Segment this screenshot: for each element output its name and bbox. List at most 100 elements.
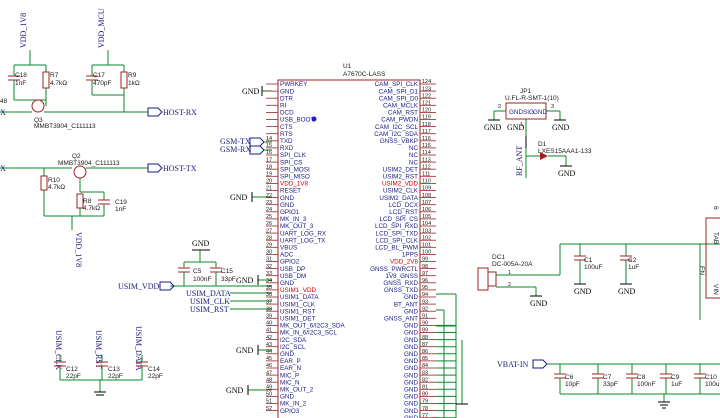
host-rx-port: HOST-RX [124,107,197,117]
u1-right-pin-name: USIM2_CLK [383,188,419,195]
u1-left-pin-name: GPIO1 [280,209,300,216]
gnd-symbol-u1-left-5: GND [226,385,272,395]
c17-ref: C17 [93,72,105,79]
q2-val: MMBT3904_C111113 [58,160,120,167]
q2-transistor: Q2 MMBT3904_C111113 [0,153,148,192]
u1-left-pin-name: USB_BOOT [280,117,314,124]
u1-left-pin-num: 34 [266,278,272,284]
u1-left-pin-num: 41 [266,328,272,334]
u1-right-pin-num: 80 [422,392,428,398]
r10-resistor: R10 4.7kΩ [40,168,65,216]
u1-left-pin-name: UART_LOG_RX [280,230,327,237]
d1-body-icon [540,152,548,160]
u1-right-pin-name: USIM2_DATA [379,195,418,202]
c10-capacitor: C10100uF [694,364,720,394]
r7-ref: R7 [50,72,59,79]
gnd-symbol-u1-left-2: GND [230,192,272,202]
u1-right-pin-num: 119 [422,115,431,121]
u1-right-pin-name: GND [404,344,418,351]
u1-left-pin-num: 29 [266,243,272,249]
u1-left-pin-name: MK_OUT_2 [280,387,314,394]
r8-resistor: R8 4.7kΩ [76,193,100,216]
u1-right-pin-name: BT_ANT [394,301,418,308]
u1-left-pin: USB_BOOT [266,117,314,124]
u1-left-pin-num: 33 [266,271,272,277]
c18-ref: C18 [15,72,27,79]
u1-right-pin-name: GND [404,323,418,330]
u1-left-pin: MK_OUT_249 [266,385,314,394]
u1-left-pin-name: MIC_P [280,372,299,379]
u1-left-pin-num: 27 [266,228,272,234]
usb-boot-dot [311,116,317,122]
u1-left-pin-num: 20 [266,179,272,185]
usim-vdd-port: USIM_VDD [118,281,175,291]
u1-right-pin-num: 124 [422,79,431,85]
u1-right-pin-num: 107 [422,200,431,206]
u1-right-pin-num: 121 [422,101,431,107]
r7-val: 4.7kΩ [50,80,67,87]
u1-right-pin-name: GND [404,401,418,408]
c5-val: 100nF [193,276,211,283]
gnd-symbol-c5: GND [192,239,210,262]
u1-right-pin-name: LCD_BL_PWM [375,245,418,252]
u1-left-pin-num: 38 [266,306,272,312]
r8-val: 4.7kΩ [83,205,100,212]
usim-rst-v-label: USIM_RST [94,330,103,369]
c12-ref: C12 [66,366,78,373]
tab-label: TAB [712,232,719,244]
c12-val: 22pF [66,373,81,380]
jp1-gnd-r: GND [533,109,547,116]
gnd-label: GND [236,346,254,355]
u1-right-pin-name: LCD_DCX [389,202,419,209]
vin-label: VIN [712,284,719,295]
u1-left-pin: MK_IN_251 [266,399,307,408]
u1-right-pin-num: 115 [422,143,431,149]
u1-right-pin-name: GND [404,365,418,372]
u1-left-pin-name: USB_DM [280,273,306,280]
u1-left-pin-num: 19 [266,172,272,178]
usim-vdd-label: USIM_VDD [118,282,160,291]
c7-ref: C7 [603,374,612,381]
u1-left-pin-name: SPI_CLK [280,152,307,159]
u1-right-pin-name: LCD_SPI_CLK [376,237,419,244]
u1-left-pin: PWRKEY [266,81,308,88]
u1-left-pin: RI [266,103,287,110]
u1-left-pin-num: 48 [266,377,272,383]
u1-left-pin: MIC_N48 [266,377,300,386]
u1-right-pin-name: GND [404,337,418,344]
usim-clk-v-label: USIM_CLK [54,330,63,370]
jp1-pin1: 1 [520,122,523,128]
vbat-capacitors: C610pFC733pFC8100nFC91uFC10100uF [554,364,720,394]
u1-left-pin-name: VBUS [280,245,297,252]
c19-val: 1nF [115,206,126,213]
gsm-rx-port: GSM-RX [220,145,272,155]
dc1-pin1: 1 [508,270,511,276]
u1-right-pin-num: 101 [422,243,431,249]
c9-ref: C9 [671,374,680,381]
r8-ref: R8 [83,198,92,205]
u1-left-pin-num: 35 [266,285,272,291]
usim-clk-net: USIM_CLK [190,297,272,306]
